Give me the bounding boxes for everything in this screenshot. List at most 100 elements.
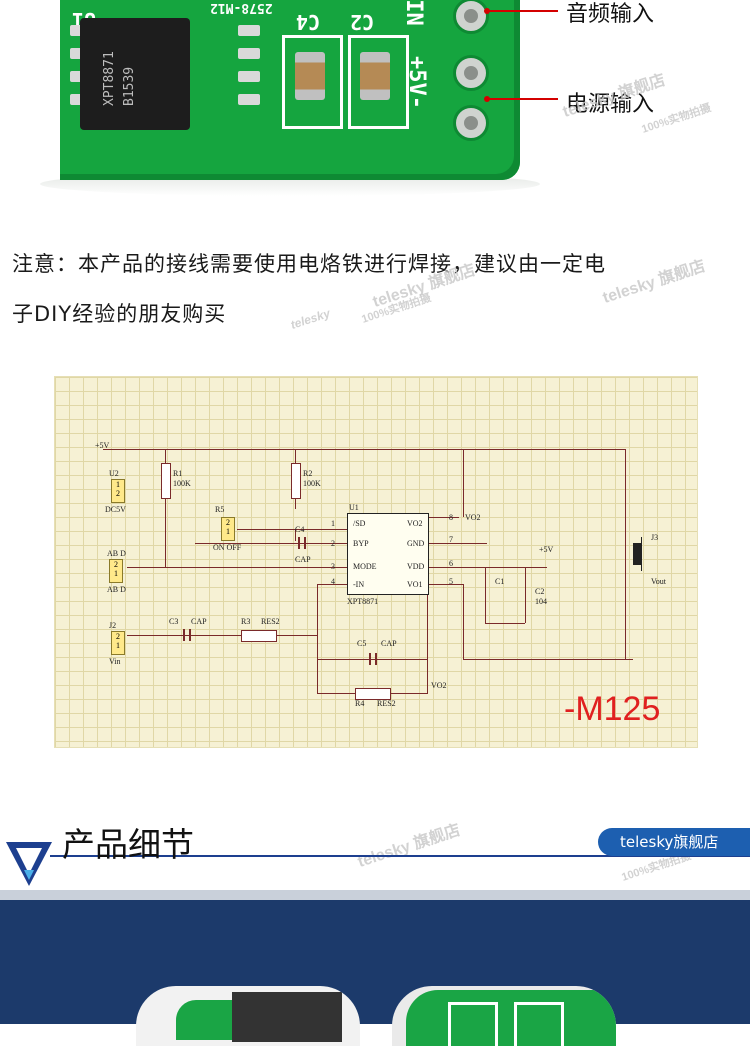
label-c2-val: 104 [535, 597, 547, 606]
wire-vo1 [427, 584, 463, 585]
pin-num: 7 [449, 535, 453, 544]
capacitor-c3 [189, 629, 191, 641]
wire [317, 584, 318, 694]
pin-gnd: GND [407, 539, 425, 548]
wire-vo2 [427, 517, 459, 518]
wire-in [317, 584, 347, 585]
label-chip-name: XPT8871 [347, 597, 379, 606]
wire [295, 529, 296, 541]
capacitor-c2 [360, 52, 390, 100]
label-r4-val: RES2 [377, 699, 396, 708]
wire [625, 559, 626, 659]
label-c5-cap: CAP [381, 639, 397, 648]
resistor-r2 [291, 463, 301, 499]
label-j3: J3 [651, 533, 659, 542]
callout-line-power [488, 98, 558, 100]
wire-vdd [427, 567, 547, 568]
wire-input [127, 635, 317, 636]
label-abd-2: AB D [107, 585, 126, 594]
watermark-text: 100%实物拍摄 [360, 292, 433, 326]
brand-badge: telesky旗舰店 [598, 828, 750, 856]
pin-byp: BYP [353, 539, 369, 548]
chip-pin [238, 48, 260, 59]
wire [463, 584, 464, 659]
notice-line-2: 子DIY经验的朋友购买 [12, 302, 227, 326]
label-vo2-net-2: VO2 [431, 681, 447, 690]
label-r1: R1 [173, 469, 183, 478]
callout-line-audio [488, 10, 558, 12]
label-u2: U2 [109, 469, 119, 478]
wire [463, 449, 464, 517]
label-vcc-2: +5V [539, 545, 554, 554]
section-title: 产品细节 [62, 825, 194, 864]
watermark-logo: telesky [288, 306, 332, 332]
wire [625, 449, 626, 559]
chevron-down-icon [6, 842, 52, 886]
label-c4-cap: CAP [295, 555, 311, 564]
label-vout: Vout [651, 577, 666, 586]
label-r5: R5 [215, 505, 225, 514]
chip-marking-1: XPT8871 [102, 51, 117, 106]
capacitor-c4 [295, 52, 325, 100]
wire-c5 [317, 659, 427, 660]
callout-dot-audio [484, 8, 490, 14]
watermark-brand: telesky 旗舰店 [600, 257, 708, 307]
wire [485, 567, 486, 623]
label-c1: C1 [495, 577, 505, 586]
wire-out-low [463, 659, 633, 660]
label-c3: C3 [169, 617, 179, 626]
detail-photo-1 [136, 986, 360, 1046]
wire-vcc-rail [103, 449, 463, 450]
wire [165, 449, 166, 567]
detail-photo-2 [392, 986, 616, 1046]
capacitor-c3 [183, 629, 185, 641]
label-r4: R4 [355, 699, 365, 708]
pin-mode: MODE [353, 562, 377, 571]
label-r1-val: 100K [173, 479, 191, 488]
chip-pin [238, 94, 260, 105]
wire-gnd [427, 543, 487, 544]
wire-out-high [463, 449, 625, 450]
section-header [0, 810, 750, 890]
pin-num: 3 [331, 562, 335, 571]
capacitor-c4 [298, 537, 300, 549]
xpt8871-chip: XPT8871 B1539 [80, 18, 190, 130]
label-vcc: +5V [95, 441, 110, 450]
label-c2: C2 [535, 587, 545, 596]
label-vin: Vin [109, 657, 121, 666]
pin-num: 5 [449, 577, 453, 586]
wire-mode [127, 567, 347, 568]
wire [525, 567, 526, 623]
capacitor-c5 [375, 653, 377, 665]
speaker-symbol [641, 537, 642, 571]
pin-sd: /SD [353, 519, 366, 528]
pin-num: 4 [331, 577, 335, 586]
label-c3-cap: CAP [191, 617, 207, 626]
notice-line-1: 注意：本产品的接线需要使用电烙铁进行焊接，建议由一定电 [12, 252, 606, 276]
label-on-off: ON OFF [213, 543, 242, 552]
label-r2: R2 [303, 469, 313, 478]
board-photo: U1 2578-M12 C4 C2 IN +5V- XPT8871 B1539 … [0, 0, 750, 215]
callout-dot-power [484, 96, 490, 102]
power-pad-minus [453, 105, 489, 141]
pin-num: 6 [449, 559, 453, 568]
section-divider [50, 855, 750, 857]
pin-in: -IN [353, 580, 365, 589]
silk-in: IN [400, 0, 426, 26]
c2-footprint [348, 35, 409, 129]
chip-pin [238, 71, 260, 82]
callout-power-input: 电源输入 [566, 92, 655, 117]
label-abd-1: AB D [107, 549, 126, 558]
label-vo2-net: VO2 [465, 513, 481, 522]
chip-marking-2: B1539 [122, 66, 137, 106]
callout-audio-input: 音频输入 [566, 2, 655, 27]
chip-pin [238, 25, 260, 36]
label-r3-val: RES2 [261, 617, 280, 626]
schematic-chip-u1 [347, 513, 429, 595]
model-code: -M125 [564, 690, 661, 728]
